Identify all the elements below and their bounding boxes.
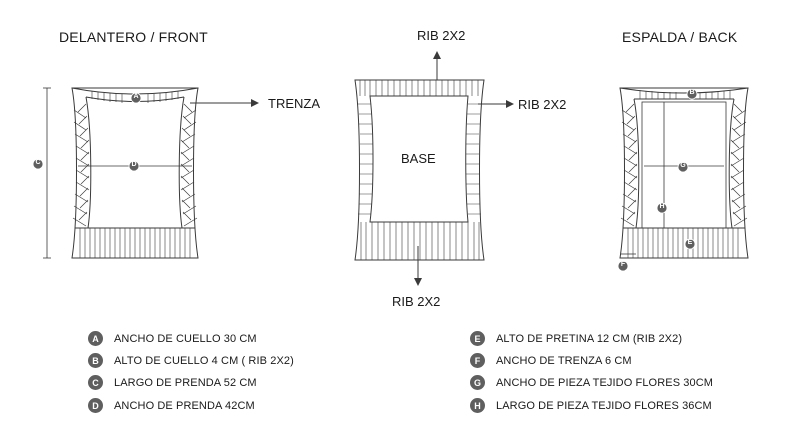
legend-item: H LARGO DE PIEZA TEJIDO FLORES 36CM [470,398,712,413]
rib-top-label: RIB 2X2 [417,28,466,43]
legend-item: E ALTO DE PRETINA 12 CM (RIB 2X2) [470,331,682,346]
marker-g: G [680,162,686,169]
legend-text: LARGO DE PIEZA TEJIDO FLORES 36CM [496,399,712,412]
legend-text: ALTO DE PRETINA 12 CM (RIB 2X2) [496,332,683,345]
back-braid-left [620,103,638,227]
front-title: DELANTERO / FRONT [59,29,208,45]
legend-item: B ALTO DE CUELLO 4 CM ( RIB 2X2) [88,353,294,368]
rib-bottom-label: RIB 2X2 [392,294,441,309]
legend-item: C LARGO DE PRENDA 52 CM [88,375,257,390]
legend-badge: F [470,353,485,368]
legend-text: ANCHO DE CUELLO 30 CM [114,332,257,345]
back-title: ESPALDA / BACK [622,29,738,45]
front-braid-left [72,103,90,227]
back-collar-ribs [639,90,731,99]
front-piece [71,87,199,259]
base-top-ribs [359,80,479,96]
base-side-ribs [358,103,481,215]
measure-marker-circles [32,88,698,272]
legend-item: A ANCHO DE CUELLO 30 CM [88,331,257,346]
rib-right-label: RIB 2X2 [518,97,567,112]
base-piece [354,79,485,261]
legend-text: ALTO DE CUELLO 4 CM ( RIB 2X2) [114,354,294,367]
marker-a: A [133,93,139,100]
trenza-label: TRENZA [268,96,320,111]
legend-badge: E [470,331,485,346]
legend-text: LARGO DE PRENDA 52 CM [114,376,257,389]
marker-h: H [659,203,665,210]
legend-text: ANCHO DE PIEZA TEJIDO FLORES 30CM [496,376,714,389]
legend-badge: H [470,398,485,413]
marker-b: B [689,89,695,96]
legend-item: F ANCHO DE TRENZA 6 CM [470,353,632,368]
front-collar-ribs [91,91,179,103]
legend-item: D ANCHO DE PRENDA 42CM [88,398,255,413]
legend-badge: G [470,375,485,390]
front-braid-right [180,103,198,227]
base-bottom-ribs [360,222,480,260]
front-length-measure [43,87,51,259]
legend-item: G ANCHO DE PIEZA TEJIDO FLORES 30CM [470,375,713,390]
marker-d: D [131,161,137,168]
back-braid-right [730,103,748,227]
legend-text: ANCHO DE TRENZA 6 CM [496,354,632,367]
back-piece [619,87,749,259]
legend-badge: D [88,398,103,413]
legend-badge: A [88,331,103,346]
front-waistband-ribs [79,228,191,258]
legend-badge: C [88,375,103,390]
marker-e: E [687,239,693,246]
legend-badge: B [88,353,103,368]
legend-text: ANCHO DE PRENDA 42CM [114,399,255,412]
base-label: BASE [401,151,436,166]
marker-f: F [620,261,626,268]
marker-c: C [35,159,41,166]
back-waistband-ribs [627,228,739,258]
